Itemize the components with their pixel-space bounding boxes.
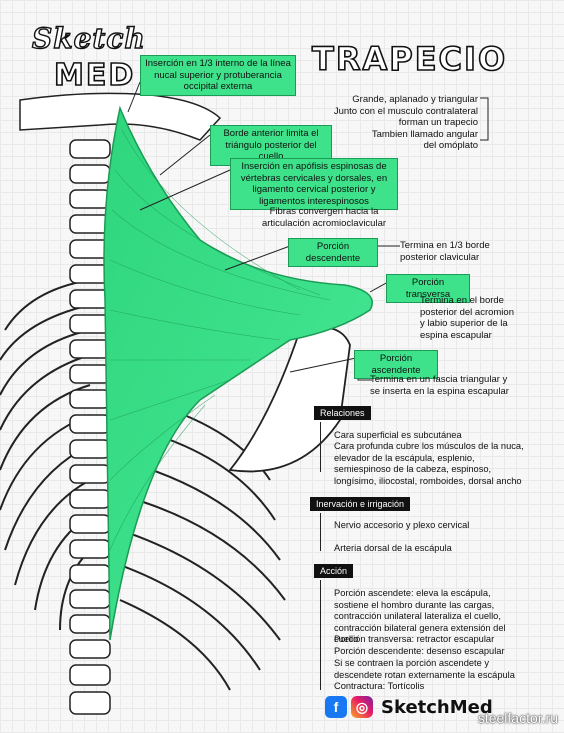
description-line: del omóplato <box>423 140 478 151</box>
page-title: TRAPECIO <box>311 39 508 79</box>
fibers-note: Fibras convergen hacia la articulación a… <box>261 206 387 229</box>
muscle-fibers <box>109 129 331 551</box>
accion-item: Porción ascendete: eleva la escápula, so… <box>334 588 506 644</box>
relaciones-item: Cara superficial es subcutánea <box>334 430 462 440</box>
section-relaciones-title: Relaciones <box>314 406 371 420</box>
portion-descending-label: Porción descendente <box>288 238 378 267</box>
inervacion-item: Nervio accesorio y plexo cervical <box>334 520 470 530</box>
relaciones-item: Cara profunda cubre los músculos de la n… <box>334 441 524 486</box>
portion-descending-desc: Termina en 1/3 borde posterior clavicula… <box>400 240 490 263</box>
description-line: Grande, aplanado y triangular <box>352 94 478 105</box>
watermark: steelfactor.ru <box>477 710 558 726</box>
muscle-description: Grande, aplanado y triangular Junto con … <box>334 94 478 152</box>
accion-item: Porción transversa: retractor escapular <box>334 634 495 644</box>
instagram-icon[interactable]: ◎ <box>351 696 373 718</box>
trapezius-muscle <box>103 105 373 641</box>
inervacion-item: Arteria dorsal de la escápula <box>334 543 452 553</box>
vertebral-column <box>69 139 111 715</box>
origin-label-nucal: Inserción en 1/3 interno de la línea nuc… <box>140 55 296 96</box>
origin-label-spinous: Inserción en apófisis espinosas de vérte… <box>230 158 398 210</box>
logo-line-1: Sketch <box>31 21 146 55</box>
section-inervacion-bracket <box>320 513 321 551</box>
section-relaciones-bracket <box>320 422 321 472</box>
accion-item: Contractura: Tortícolis <box>334 681 425 691</box>
description-line: Tambien llamado angular <box>371 128 478 140</box>
description-line: Junto con el musculo contralateral <box>333 105 478 117</box>
sketchmed-logo: Sketch MED <box>26 20 145 98</box>
portion-transverse-desc: Termina en el borde posterior del acromi… <box>420 295 514 341</box>
accion-item: Porción descendente: desenso escapular <box>334 646 505 656</box>
portion-ascending-desc: Termina en un fascia triangular y se ins… <box>370 374 509 397</box>
section-accion-bracket <box>320 580 321 690</box>
portion-ascending-label: Porción ascendente <box>354 350 438 379</box>
portion-transverse-label: Porción transversa <box>386 274 470 303</box>
section-inervacion-title: Inervación e irrigación <box>310 497 411 511</box>
accion-item: Si se contraen la porción ascendete y de… <box>334 658 515 680</box>
description-line: forman un trapecio <box>398 117 478 128</box>
section-accion-title: Acción <box>314 564 354 578</box>
facebook-icon[interactable]: f <box>325 696 347 718</box>
footer-brand: f ◎ SketchMed <box>325 696 493 718</box>
footer-brand-name: SketchMed <box>381 696 493 718</box>
logo-line-2: MED <box>53 57 136 94</box>
